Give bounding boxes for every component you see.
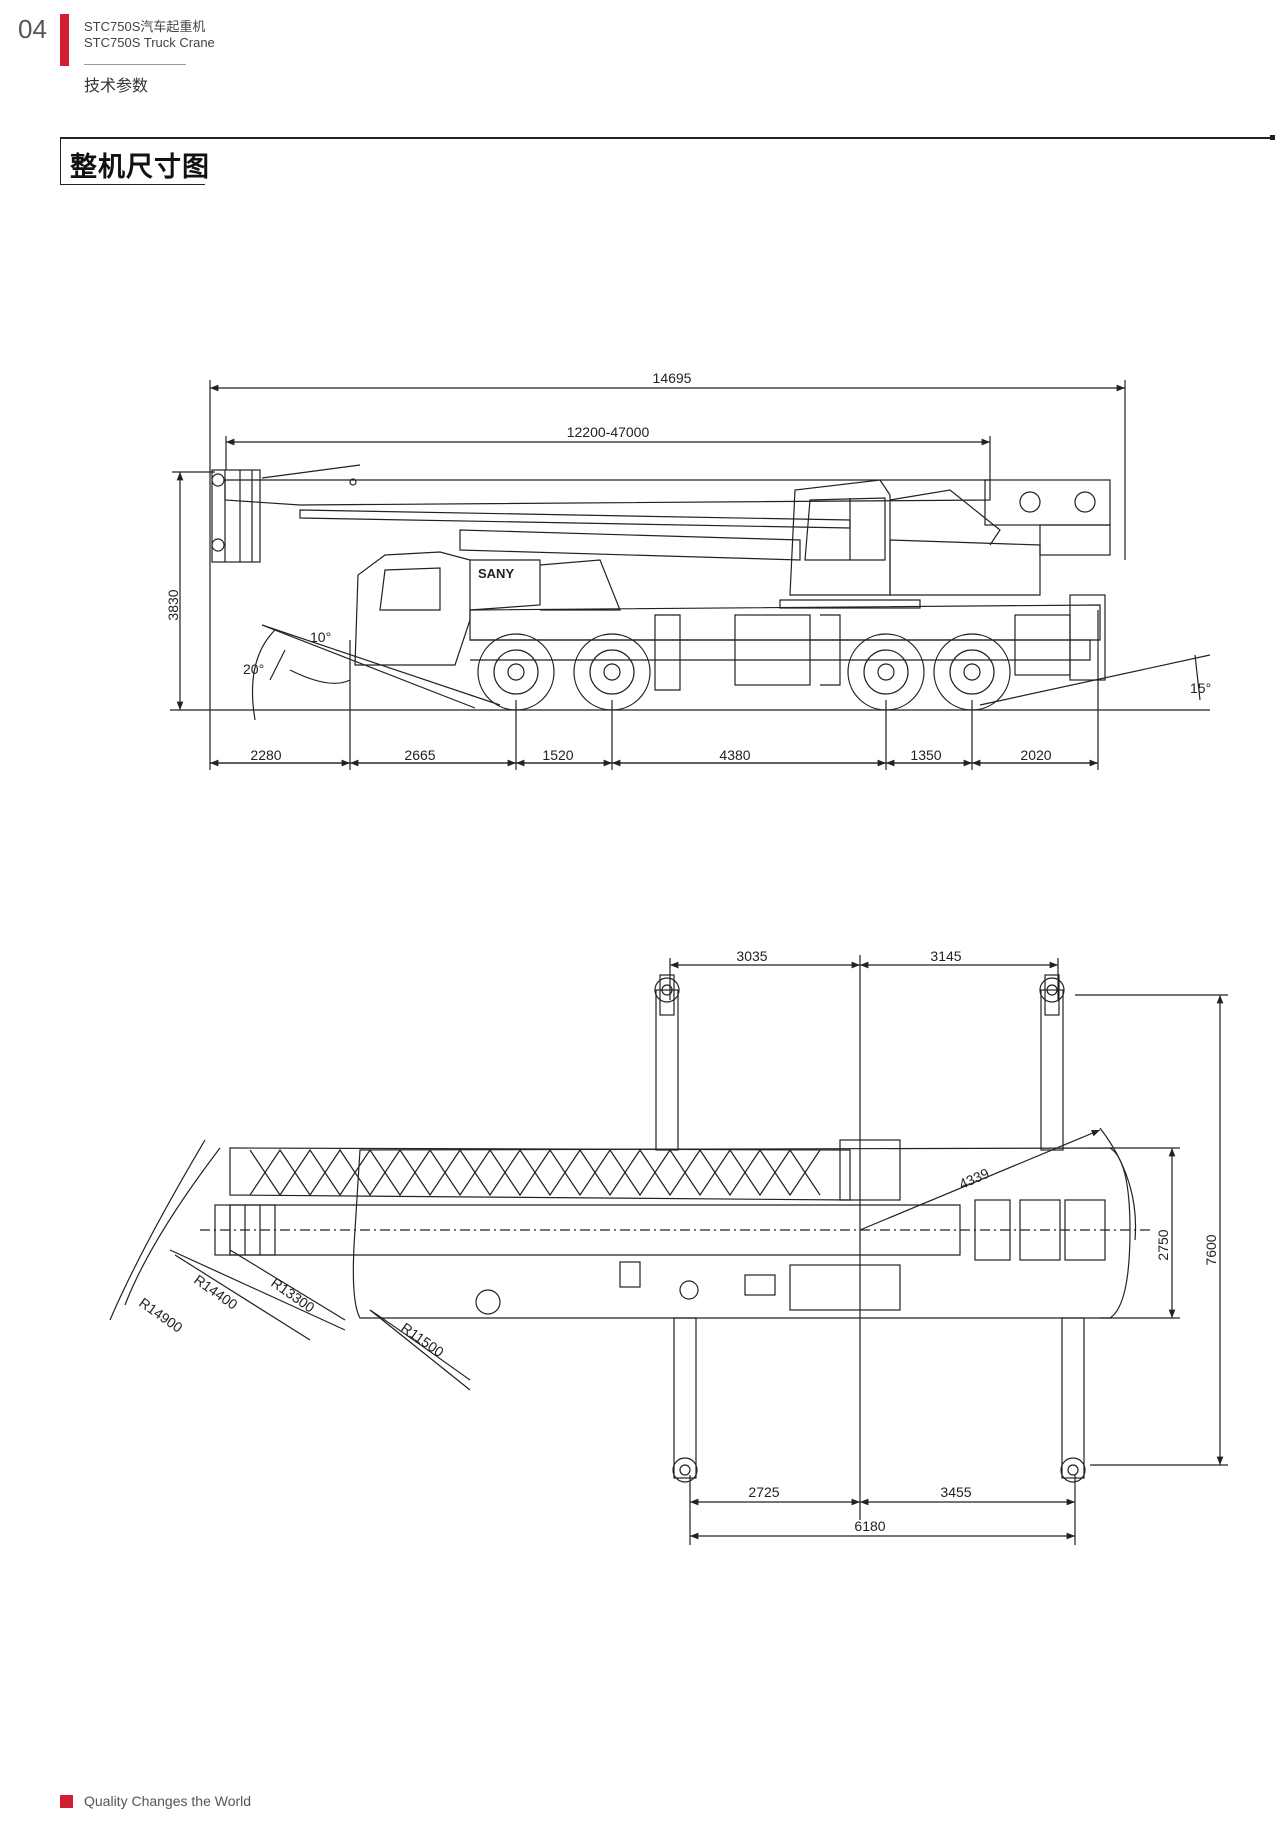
label-lower-rear: 3455 xyxy=(940,1484,971,1500)
section-label: 技术参数 xyxy=(84,78,149,95)
label-seg-3: 1520 xyxy=(542,747,573,763)
side-view: SANY xyxy=(170,380,1211,770)
radius-arc-1 xyxy=(124,1147,221,1306)
operator-cab xyxy=(789,479,891,596)
label-seg-5: 1350 xyxy=(910,747,941,763)
header-divider xyxy=(84,64,186,65)
model-name-cn: STC750S汽车起重机 xyxy=(84,19,206,34)
label-radius-14900: R14900 xyxy=(136,1294,186,1335)
footer-slogan: Quality Changes the World xyxy=(84,1793,252,1809)
counterweight xyxy=(984,479,1111,526)
outrigger-front-right xyxy=(672,1317,698,1483)
label-seg-6: 2020 xyxy=(1020,747,1051,763)
outrigger-rear-right xyxy=(1060,1317,1086,1483)
outrigger-rear-left xyxy=(1039,974,1065,1151)
wheel-2 xyxy=(573,633,651,711)
wheel-3 xyxy=(847,633,925,711)
label-overall-length: 14695 xyxy=(653,370,692,386)
label-angle-15: 15° xyxy=(1190,680,1211,696)
label-angle-20: 20° xyxy=(243,661,264,677)
turntable xyxy=(889,539,1041,596)
wheel-4 xyxy=(933,633,1011,711)
label-rear-outrigger: 3145 xyxy=(930,948,961,964)
label-lower-front: 2725 xyxy=(748,1484,779,1500)
label-radius-13300: R13300 xyxy=(268,1274,318,1315)
tail-radius xyxy=(859,1129,1101,1231)
truck-cab xyxy=(354,551,471,666)
outrigger-front-left xyxy=(654,974,680,1151)
boom xyxy=(224,479,991,506)
label-boom-length: 12200-47000 xyxy=(567,424,650,440)
title-rule xyxy=(60,137,1270,139)
label-height: 3830 xyxy=(165,589,181,620)
model-name-en: STC750S Truck Crane xyxy=(84,35,215,50)
page-number: 04 xyxy=(18,14,47,44)
label-seg-4: 4380 xyxy=(719,747,750,763)
title-frame xyxy=(60,137,205,185)
boom-head xyxy=(211,469,261,563)
cab-top-view xyxy=(974,1199,1011,1261)
title-rule-end xyxy=(1270,135,1275,140)
label-outrigger-width: 7600 xyxy=(1203,1234,1219,1265)
boom-top-view xyxy=(229,1147,851,1201)
top-view xyxy=(109,955,1228,1545)
fuel-tank xyxy=(734,614,811,686)
label-tail-radius: 4339 xyxy=(956,1165,991,1192)
label-outrigger-length: 6180 xyxy=(854,1518,885,1534)
label-angle-10: 10° xyxy=(310,629,331,645)
footer-accent-square xyxy=(60,1795,73,1808)
page-title: 整机尺寸图 xyxy=(70,152,210,182)
label-width: 2750 xyxy=(1155,1229,1171,1260)
label-seg-1: 2280 xyxy=(250,747,281,763)
carrier-body xyxy=(352,1147,1131,1319)
label-seg-2: 2665 xyxy=(404,747,435,763)
label-front-outrigger: 3035 xyxy=(736,948,767,964)
chassis-frame xyxy=(469,604,1101,641)
wheel-1 xyxy=(477,633,555,711)
brand-logo: SANY xyxy=(478,566,514,581)
label-radius-11500: R11500 xyxy=(398,1319,447,1360)
header-accent-bar xyxy=(60,14,69,66)
